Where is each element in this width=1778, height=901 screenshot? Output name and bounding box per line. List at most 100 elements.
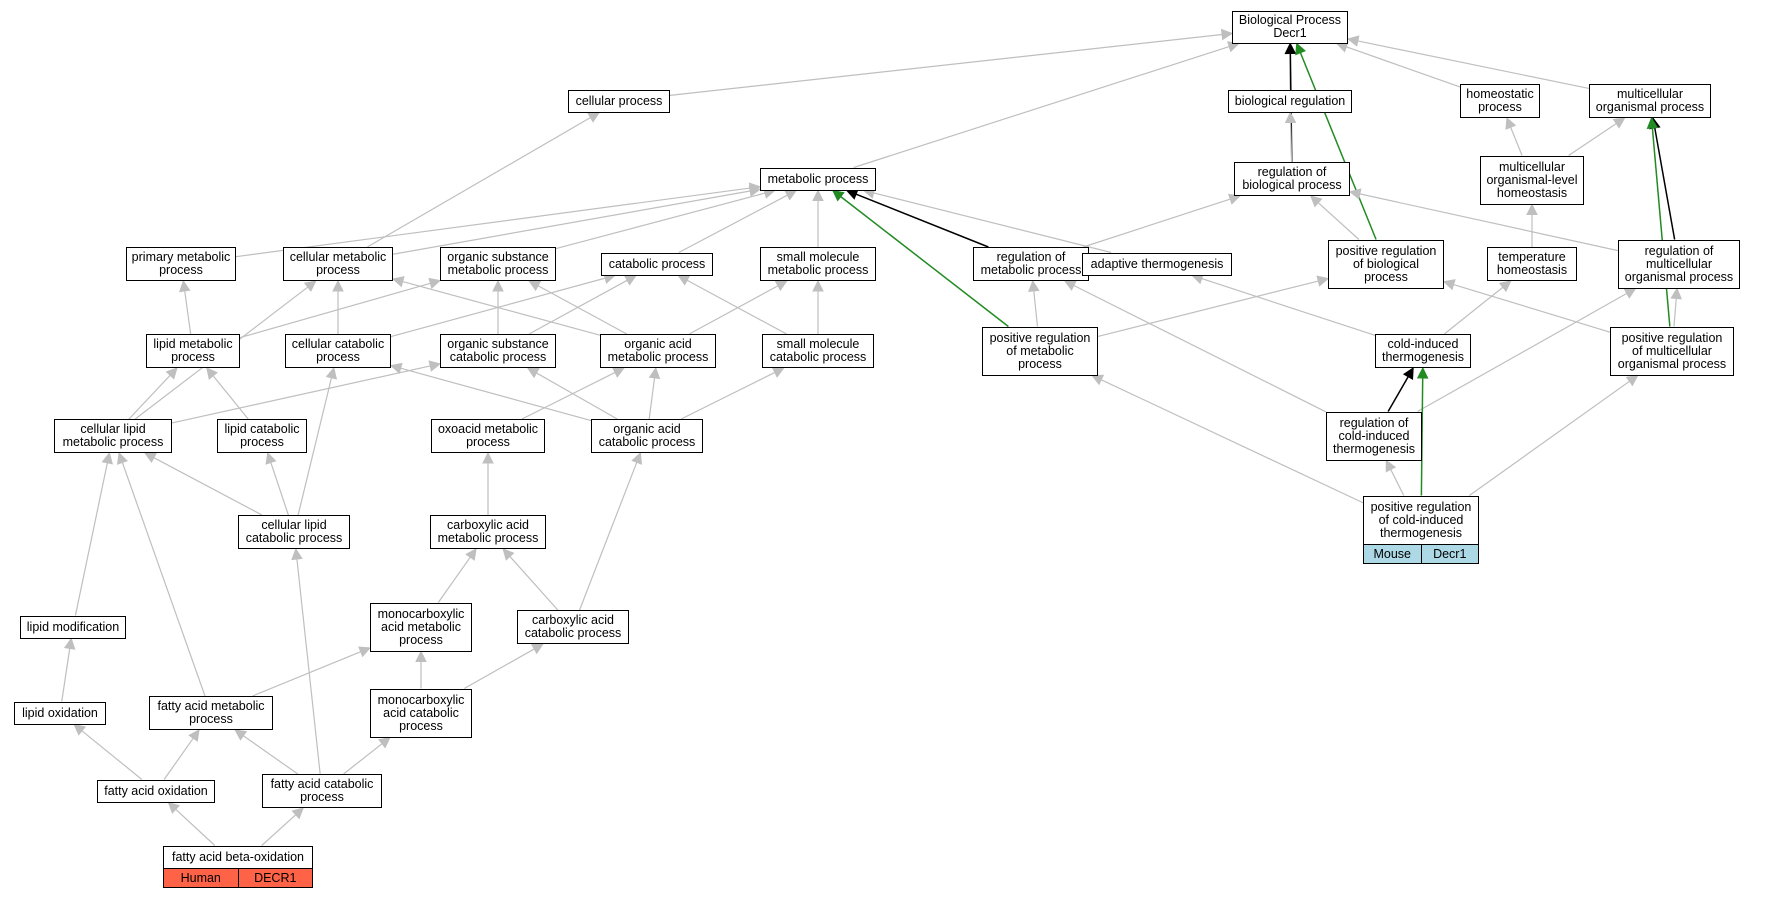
edge-carboxylic-acid-catabolic-process-to-organic-acid-catabolic-process bbox=[579, 462, 638, 611]
go-term-label: catabolic process bbox=[245, 531, 343, 545]
edge-positive-regulation-of-multicellular-organismal-process-to-regulation-of-multicellular-organismal-process bbox=[1673, 298, 1677, 327]
edge-small-molecule-catabolic-process-to-catabolic-process bbox=[686, 279, 787, 335]
go-term-label: fatty acid oxidation bbox=[104, 783, 208, 798]
go-term-lipid-oxidation[interactable]: lipid oxidation bbox=[14, 701, 106, 725]
go-term-label: organic acid bbox=[624, 337, 692, 351]
arrowhead-regulation-of-cold-induced-thermogenesis-to-regulation-of-multicellular-organismal-process bbox=[1623, 287, 1637, 299]
go-term-label: lipid catabolic bbox=[224, 422, 300, 436]
arrowhead-multicellular-organismal-level-homeostasis-to-multicellular-organismal-process bbox=[1612, 117, 1626, 129]
edge-fatty-acid-catabolic-process-to-cellular-lipid-catabolic-process bbox=[296, 558, 321, 775]
go-term-metabolic-process[interactable]: metabolic process bbox=[760, 167, 876, 191]
arrowhead-organic-acid-metabolic-process-to-organic-substance-metabolic-process bbox=[528, 280, 542, 292]
go-term-label: metabolic process bbox=[607, 350, 709, 364]
go-term-cellular-process[interactable]: cellular process bbox=[568, 89, 670, 113]
arrowhead-lipid-oxidation-to-lipid-modification bbox=[63, 637, 76, 650]
gene-label: DECR1 bbox=[237, 868, 313, 887]
go-term-label: fatty acid metabolic bbox=[157, 699, 265, 713]
arrowhead-multicellular-organismal-level-homeostasis-to-homeostatic-process bbox=[1505, 116, 1517, 130]
go-term-label: cold-induced bbox=[1387, 337, 1459, 351]
go-term-fatty-acid-beta-oxidation[interactable]: fatty acid beta-oxidation bbox=[163, 845, 313, 869]
arrowhead-monocarboxylic-acid-catabolic-process-to-carboxylic-acid-catabolic-process bbox=[530, 643, 544, 655]
arrowhead-positive-regulation-of-cold-induced-thermogenesis-to-positive-regulation-of-multicellular-organismal-process bbox=[1625, 374, 1639, 387]
arrowhead-lipid-metabolic-process-to-primary-metabolic-process bbox=[179, 279, 191, 293]
edge-adaptive-thermogenesis-to-metabolic-process bbox=[873, 192, 1112, 254]
edge-cold-induced-thermogenesis-to-temperature-homeostasis bbox=[1443, 286, 1504, 335]
go-term-label: catabolic process bbox=[449, 350, 547, 364]
arrowhead-monocarboxylic-acid-metabolic-process-to-carboxylic-acid-metabolic-process bbox=[465, 548, 477, 561]
arrowhead-organic-acid-catabolic-process-to-organic-acid-metabolic-process bbox=[648, 366, 661, 380]
go-term-label: process bbox=[240, 435, 284, 449]
go-term-label: catabolic process bbox=[598, 435, 696, 449]
go-term-label: organismal process bbox=[1617, 356, 1727, 371]
edge-fatty-acid-oxidation-to-fatty-acid-metabolic-process bbox=[163, 737, 194, 780]
go-term-label: regulation of bbox=[1257, 165, 1327, 179]
arrowhead-cellular-metabolic-process-to-metabolic-process bbox=[748, 185, 762, 197]
arrowhead-cellular-lipid-metabolic-process-to-lipid-metabolic-process bbox=[165, 367, 178, 380]
arrowhead-multicellular-organismal-process-to-bp bbox=[1346, 35, 1360, 47]
edge-carboxylic-acid-catabolic-process-to-carboxylic-acid-metabolic-process bbox=[509, 556, 559, 611]
edge-regulation-of-multicellular-organismal-process-to-multicellular-organismal-process bbox=[1654, 127, 1676, 240]
go-term-adaptive-thermogenesis[interactable]: adaptive thermogenesis bbox=[1082, 252, 1232, 276]
go-term-label: homeostasis bbox=[1496, 185, 1568, 200]
go-term-lipid-modification[interactable]: lipid modification bbox=[20, 615, 126, 639]
go-term-label: Decr1 bbox=[1273, 26, 1307, 40]
go-term-label: cellular lipid bbox=[80, 422, 146, 436]
arrowhead-small-molecule-catabolic-process-to-catabolic-process bbox=[677, 274, 691, 286]
edge-positive-regulation-of-multicellular-organismal-process-to-positive-regulation-of-biological-process bbox=[1453, 283, 1611, 333]
go-term-label: multicellular bbox=[1646, 256, 1712, 271]
go-term-label: adaptive thermogenesis bbox=[1090, 256, 1224, 271]
edge-organic-acid-catabolic-process-to-organic-substance-catabolic-process bbox=[536, 372, 618, 420]
go-term-biological-regulation[interactable]: biological regulation bbox=[1228, 89, 1352, 113]
go-term-catabolic-process[interactable]: catabolic process bbox=[601, 252, 713, 276]
go-term-fatty-acid-oxidation[interactable]: fatty acid oxidation bbox=[97, 779, 215, 803]
arrowhead-lipid-metabolic-process-to-organic-substance-metabolic-process bbox=[428, 277, 442, 290]
edge-lipid-oxidation-to-lipid-modification bbox=[61, 648, 71, 702]
go-term-label: homeostatic bbox=[1466, 87, 1534, 101]
go-term-label: organic substance bbox=[447, 337, 549, 351]
edge-organic-substance-metabolic-process-to-metabolic-process bbox=[555, 192, 766, 250]
arrowhead-regulation-of-metabolic-process-to-metabolic-process bbox=[845, 188, 859, 200]
arrowhead-positive-regulation-of-cold-induced-thermogenesis-to-cold-induced-thermogenesis bbox=[1416, 366, 1429, 379]
go-term-label: positive regulation bbox=[1335, 243, 1437, 258]
go-term-label: thermogenesis bbox=[1380, 525, 1462, 540]
go-term-label: lipid modification bbox=[26, 619, 120, 634]
arrowhead-lipid-catabolic-process-to-lipid-metabolic-process bbox=[206, 367, 218, 380]
edge-metabolic-process-to-bp bbox=[853, 45, 1230, 169]
edge-regulation-of-cold-induced-thermogenesis-to-regulation-of-multicellular-organismal-process bbox=[1417, 292, 1628, 413]
